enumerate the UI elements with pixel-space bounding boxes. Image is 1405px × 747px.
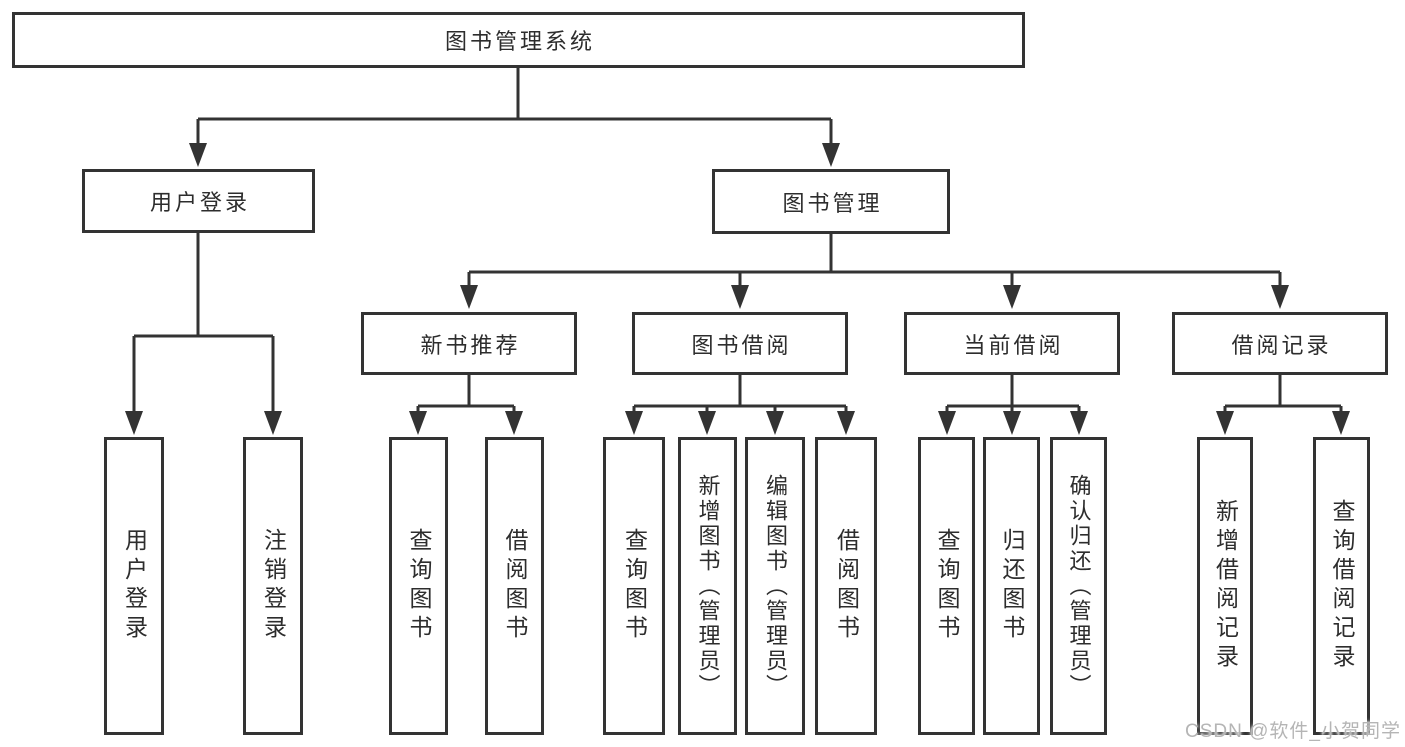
leaf-current-query-books: 查询图书 (918, 437, 975, 735)
connector-book-management-to-level3 (467, 234, 1282, 293)
leaf-borrow-add-books-admin: 新增图书（管理员） (678, 437, 737, 735)
arrow-icon (837, 411, 855, 435)
connector-borrow-records-to-children (1223, 375, 1343, 419)
leaf-logout: 注销登录 (243, 437, 303, 735)
leaf-label: 注销登录 (260, 528, 287, 644)
node-root-system: 图书管理系统 (12, 12, 1025, 68)
csdn-watermark: CSDN @软件_小贺同学 (1185, 721, 1401, 742)
leaf-label: 查询图书 (934, 528, 960, 644)
arrow-icon (698, 411, 716, 435)
arrow-icon (460, 285, 478, 309)
node-book-borrow: 图书借阅 (632, 312, 848, 375)
arrow-icon (625, 411, 643, 435)
arrow-icon (1003, 285, 1021, 309)
node-book-management: 图书管理 (712, 169, 950, 234)
arrow-icon (1216, 411, 1234, 435)
leaf-query-borrow-record: 查询借阅记录 (1313, 437, 1370, 735)
node-user-login: 用户登录 (82, 169, 315, 233)
leaf-label: 查询图书 (406, 528, 432, 644)
connector-new-book-recommend-to-children (416, 375, 516, 419)
leaf-label: 新增图书（管理员） (695, 473, 721, 699)
connector-root-to-level2 (196, 68, 833, 151)
arrow-icon (1332, 411, 1350, 435)
arrow-icon (1271, 285, 1289, 309)
leaf-label: 编辑图书（管理员） (763, 473, 788, 699)
leaf-label: 用户登录 (121, 528, 148, 644)
leaf-label: 查询借阅记录 (1329, 499, 1355, 673)
arrow-icon (264, 411, 282, 435)
node-new-book-recommend: 新书推荐 (361, 312, 577, 375)
leaf-recommend-borrow-books: 借阅图书 (485, 437, 544, 735)
leaf-recommend-query-books: 查询图书 (389, 437, 448, 735)
arrow-icon (938, 411, 956, 435)
node-current-borrow: 当前借阅 (904, 312, 1120, 375)
leaf-current-confirm-return-admin: 确认归还（管理员） (1050, 437, 1107, 735)
leaf-add-borrow-record: 新增借阅记录 (1197, 437, 1253, 735)
connector-user-login-to-children (132, 233, 275, 419)
leaf-borrow-edit-books-admin: 编辑图书（管理员） (745, 437, 805, 735)
leaf-label: 归还图书 (999, 528, 1025, 644)
arrow-icon (822, 143, 840, 167)
connector-book-borrow-to-children (632, 375, 848, 419)
leaf-label: 借阅图书 (502, 528, 528, 644)
arrowheads (125, 143, 1350, 435)
arrow-icon (505, 411, 523, 435)
leaf-label: 借阅图书 (833, 528, 860, 644)
leaf-borrow-borrow-books: 借阅图书 (815, 437, 877, 735)
arrow-icon (1070, 411, 1088, 435)
arrow-icon (766, 411, 784, 435)
node-borrow-records: 借阅记录 (1172, 312, 1388, 375)
leaf-current-return-books: 归还图书 (983, 437, 1040, 735)
leaf-label: 确认归还（管理员） (1066, 473, 1092, 699)
leaf-label: 新增借阅记录 (1212, 499, 1239, 673)
arrow-icon (731, 285, 749, 309)
leaf-borrow-query-books: 查询图书 (603, 437, 665, 735)
arrow-icon (189, 143, 207, 167)
leaf-label: 查询图书 (621, 528, 648, 644)
arrow-icon (409, 411, 427, 435)
arrow-icon (1003, 411, 1021, 435)
arrow-icon (125, 411, 143, 435)
leaf-user-login: 用户登录 (104, 437, 164, 735)
